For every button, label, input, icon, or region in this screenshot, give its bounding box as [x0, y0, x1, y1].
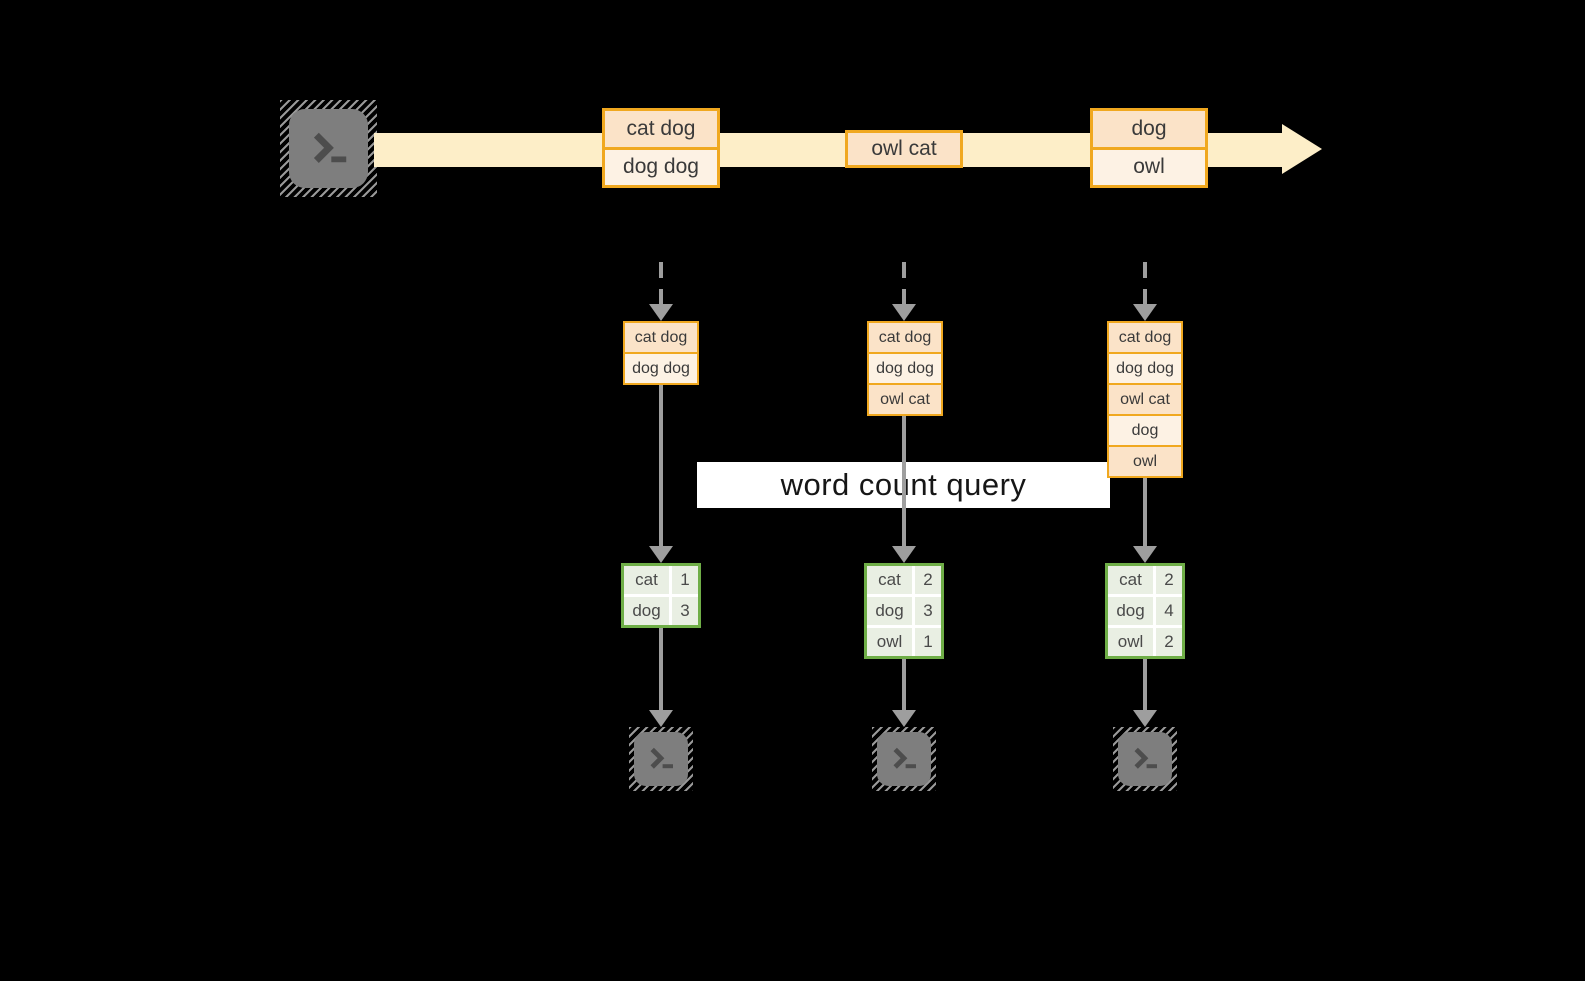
buffer-cell: owl — [1109, 447, 1181, 476]
buffer-cell: cat dog — [1109, 323, 1181, 352]
arrowhead-icon — [1133, 546, 1157, 563]
count-value-cell: 2 — [915, 566, 941, 594]
count-value-cell: 3 — [672, 597, 698, 625]
terminal-icon — [877, 732, 931, 786]
count-table-2: cat 2 dog 3 owl 1 — [864, 563, 944, 659]
flow-arrow — [659, 385, 663, 546]
stream-event-cell: dog dog — [605, 149, 717, 185]
terminal-prompt-icon — [893, 747, 916, 769]
buffer-column-1: cat dog dog dog — [623, 321, 699, 385]
stream-arrowhead-icon — [1282, 124, 1322, 174]
count-word-cell: cat — [867, 566, 912, 594]
buffer-cell: cat dog — [625, 323, 697, 352]
terminal-icon — [634, 732, 688, 786]
stream-event-1: cat dog dog dog — [602, 108, 720, 188]
flow-arrow — [1143, 478, 1147, 546]
sink-terminal-icon — [872, 727, 936, 791]
buffer-cell: owl cat — [1109, 385, 1181, 414]
terminal-prompt-icon — [1134, 747, 1157, 769]
stream-event-cell: cat dog — [605, 111, 717, 147]
buffer-column-3: cat dog dog dog owl cat dog owl — [1107, 321, 1183, 478]
flow-arrow — [902, 659, 906, 710]
count-word-cell: dog — [867, 597, 912, 625]
count-value-cell: 2 — [1156, 628, 1182, 656]
count-word-cell: cat — [1108, 566, 1153, 594]
sink-terminal-icon — [629, 727, 693, 791]
terminal-icon — [289, 109, 368, 188]
count-table-1: cat 1 dog 3 — [621, 563, 701, 628]
stream-event-cell: dog — [1093, 111, 1205, 147]
flow-arrow — [1143, 659, 1147, 710]
count-value-cell: 4 — [1156, 597, 1182, 625]
arrowhead-icon — [892, 304, 916, 321]
arrowhead-icon — [649, 710, 673, 727]
source-terminal-icon — [280, 100, 377, 197]
count-table-3: cat 2 dog 4 owl 2 — [1105, 563, 1185, 659]
count-value-cell: 2 — [1156, 566, 1182, 594]
count-word-cell: owl — [1108, 628, 1153, 656]
arrowhead-icon — [1133, 304, 1157, 321]
count-value-cell: 1 — [672, 566, 698, 594]
terminal-prompt-icon — [650, 747, 673, 769]
count-value-cell: 3 — [915, 597, 941, 625]
stream-event-3: dog owl — [1090, 108, 1208, 188]
arrowhead-icon — [892, 710, 916, 727]
count-word-cell: cat — [624, 566, 669, 594]
buffer-cell: dog — [1109, 416, 1181, 445]
dashed-arrow — [902, 262, 906, 304]
terminal-icon — [1118, 732, 1172, 786]
arrowhead-icon — [1133, 710, 1157, 727]
terminal-prompt-icon — [313, 132, 346, 163]
flow-arrow — [902, 416, 906, 546]
buffer-cell: dog dog — [625, 354, 697, 383]
stream-event-2: owl cat — [845, 130, 963, 168]
dashed-arrow — [1143, 262, 1147, 304]
buffer-cell: cat dog — [869, 323, 941, 352]
buffer-cell: owl cat — [869, 385, 941, 414]
stream-event-cell: owl cat — [848, 133, 960, 165]
count-word-cell: dog — [624, 597, 669, 625]
arrowhead-icon — [649, 546, 673, 563]
count-word-cell: dog — [1108, 597, 1153, 625]
buffer-column-2: cat dog dog dog owl cat — [867, 321, 943, 416]
buffer-cell: dog dog — [869, 354, 941, 383]
buffer-cell: dog dog — [1109, 354, 1181, 383]
dashed-arrow — [659, 262, 663, 304]
count-value-cell: 1 — [915, 628, 941, 656]
arrowhead-icon — [649, 304, 673, 321]
arrowhead-icon — [892, 546, 916, 563]
flow-arrow — [659, 628, 663, 710]
stream-event-cell: owl — [1093, 149, 1205, 185]
count-word-cell: owl — [867, 628, 912, 656]
sink-terminal-icon — [1113, 727, 1177, 791]
